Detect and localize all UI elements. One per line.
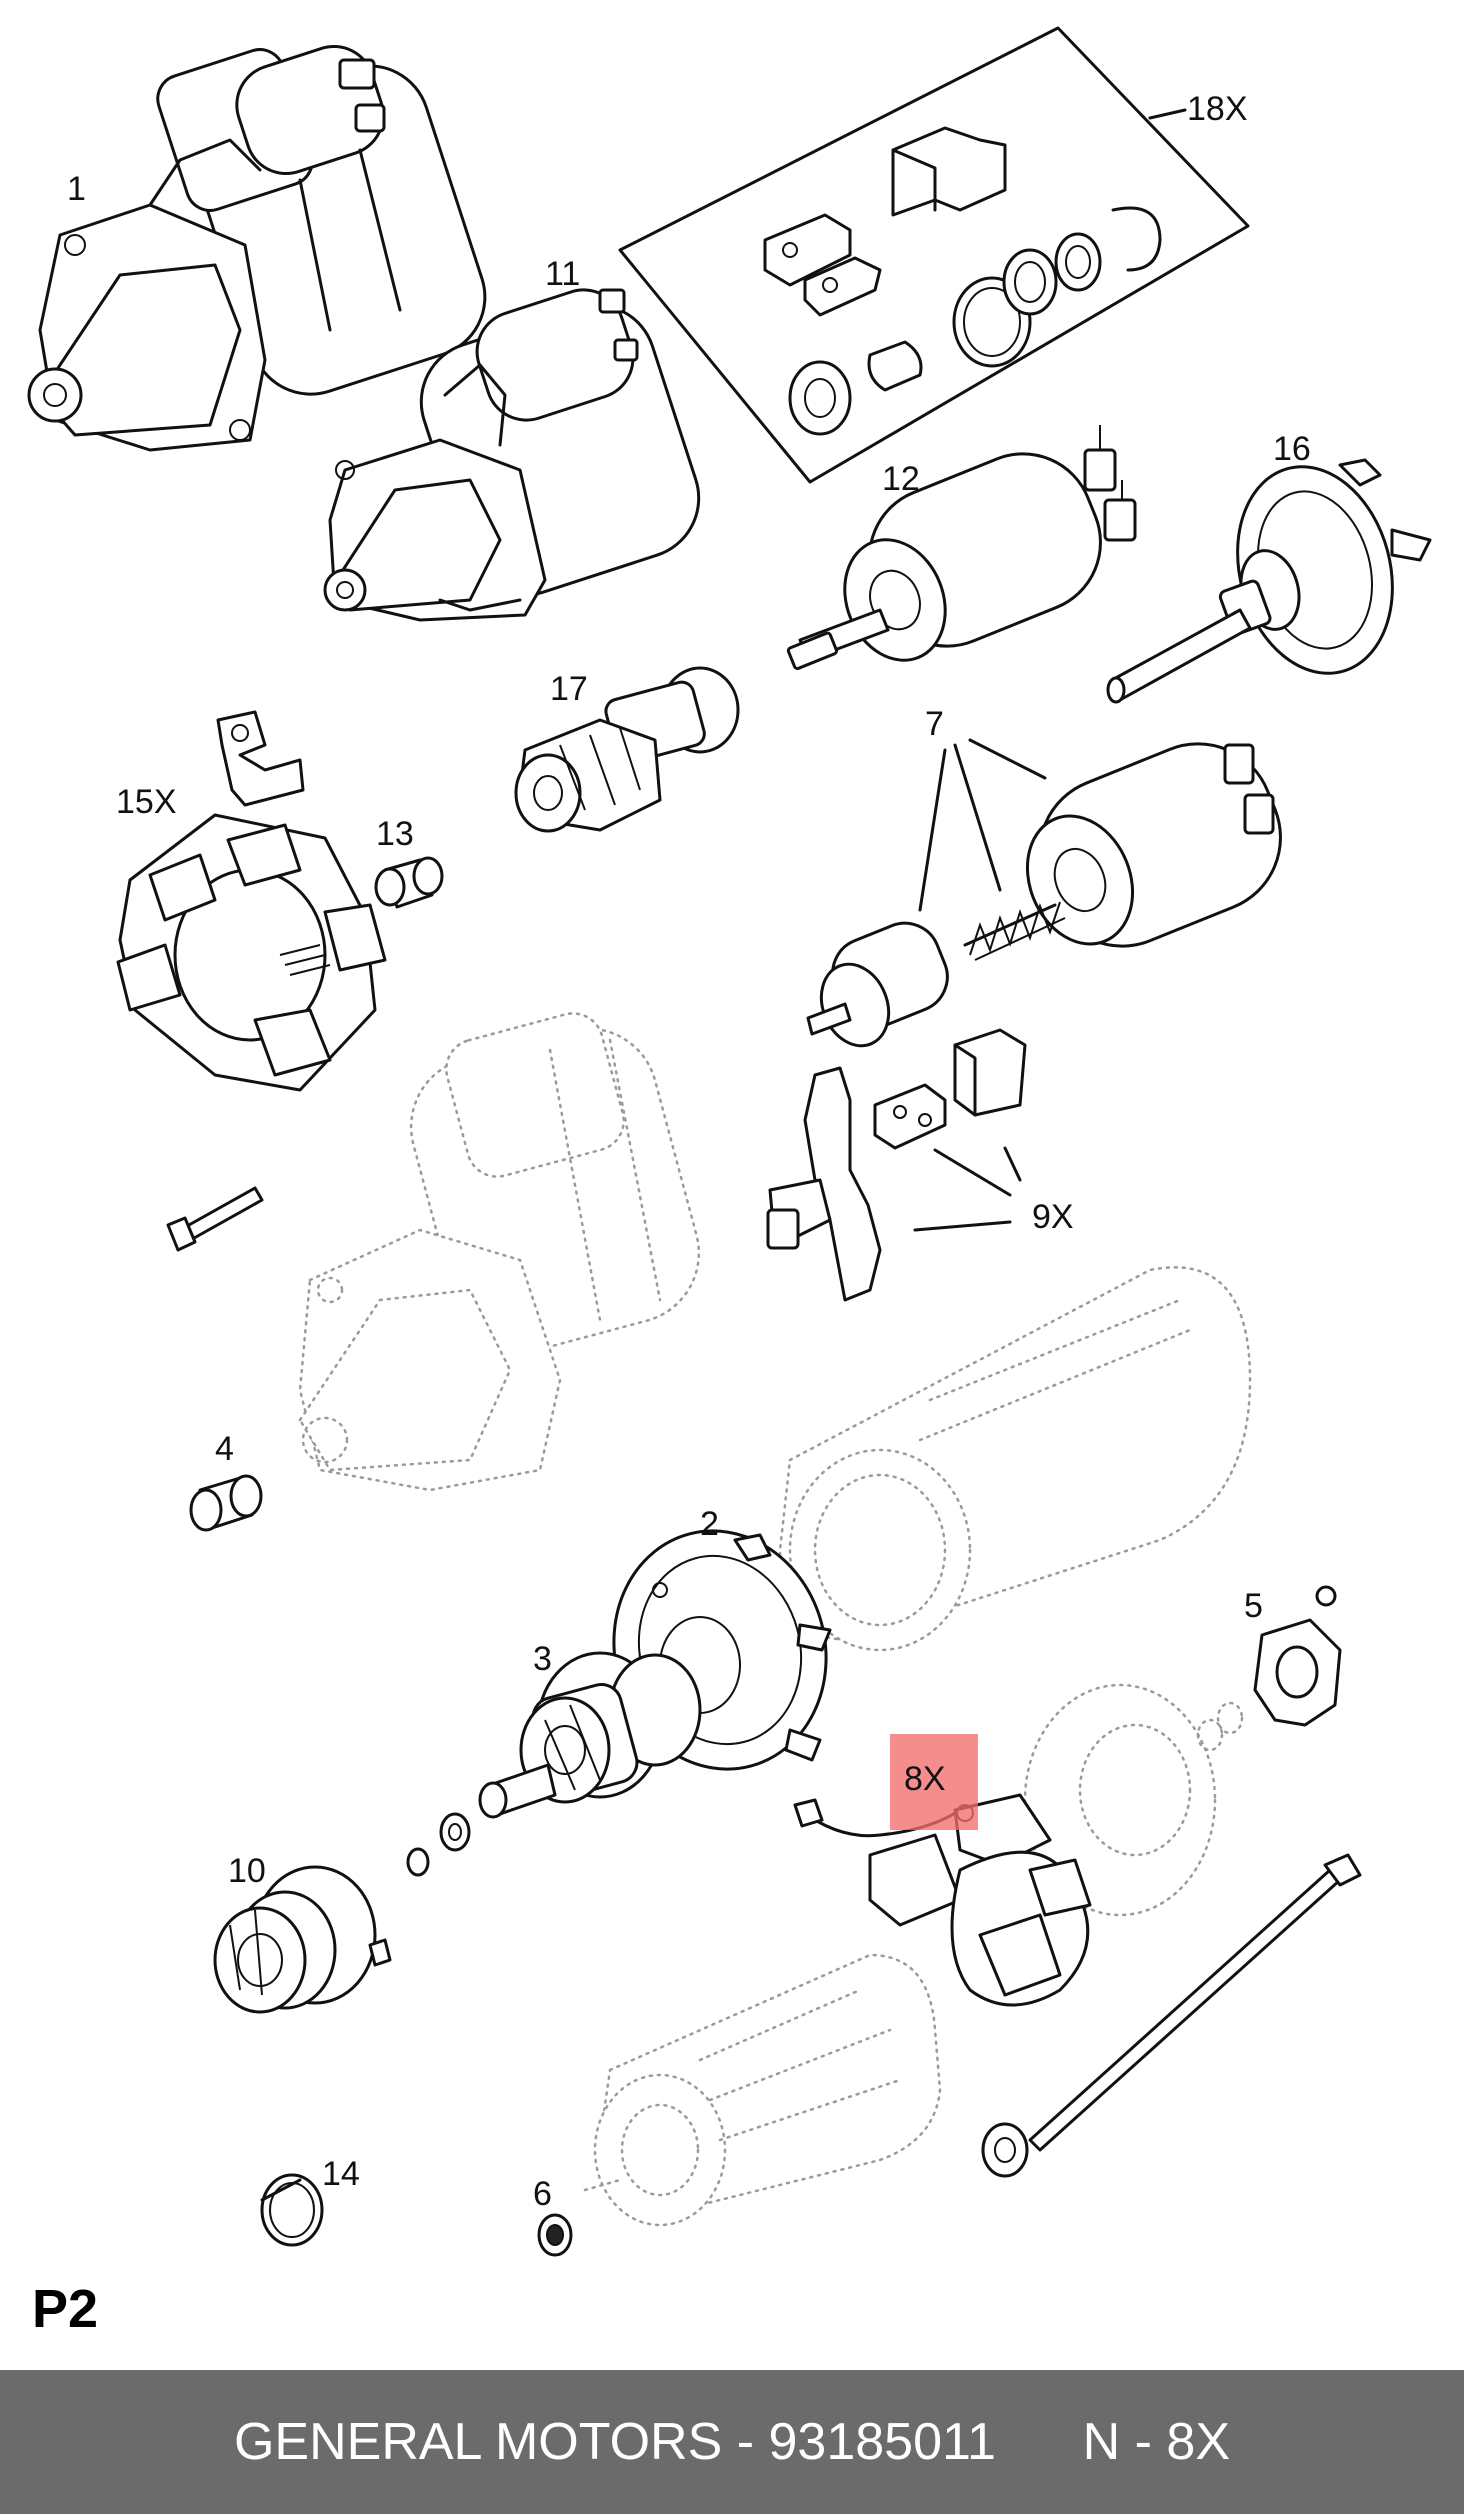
- part-11-starter-motor: [323, 288, 701, 622]
- ghost-yoke: [778, 1266, 1252, 1652]
- callout-4: 4: [215, 1430, 234, 1468]
- part-13-bushing: [374, 856, 444, 909]
- exploded-parts-diagram: 1 11 18X 12 16 17 7 15X 13 9X 4 2 5 3 8X…: [27, 26, 1432, 2257]
- callout-13: 13: [376, 815, 414, 853]
- callout-16: 16: [1273, 430, 1311, 468]
- callout-11: 11: [545, 255, 580, 293]
- callout-5: 5: [1244, 1587, 1263, 1625]
- part-8x-brush-assembly: [793, 1793, 1092, 2007]
- callout-2: 2: [700, 1505, 719, 1543]
- highlight-8x: [890, 1734, 978, 1830]
- part-12-solenoid: [786, 425, 1137, 671]
- through-bolt: [981, 1853, 1362, 2178]
- part-1-starter-motor: [27, 44, 487, 452]
- part-15x-brush-holder: [116, 710, 387, 1092]
- ghost-armature: [583, 1953, 942, 2227]
- part-3-pinion-clutch: [478, 1651, 702, 1819]
- footer-text: GENERAL MOTORS - 93185011 N - 8X: [233, 2413, 1231, 2471]
- callout-18x: 18X: [1187, 90, 1248, 128]
- part-4-bush: [189, 1474, 263, 1532]
- part-17-pinion: [514, 666, 740, 833]
- part-18x-repair-kit: [618, 26, 1250, 484]
- part-5-plate: [1253, 1585, 1342, 1727]
- part-10-pinion-gear: [213, 1865, 392, 2014]
- callout-9x: 9X: [1032, 1198, 1074, 1236]
- callout-3: 3: [533, 1640, 552, 1678]
- callout-6: 6: [533, 2175, 552, 2213]
- washers: [406, 1812, 471, 1877]
- callout-10: 10: [228, 1852, 266, 1890]
- footer-part-number-bar: GENERAL MOTORS - 93185011 N - 8X: [0, 2370, 1464, 2514]
- part-7-solenoid-assembly: [806, 738, 1282, 1048]
- part-16-drive-shaft: [1106, 458, 1432, 704]
- part-6-small-bush: [537, 2213, 573, 2257]
- part-9x-lever-kit: [766, 1028, 1027, 1302]
- ghost-starter-housing: [298, 1012, 701, 1492]
- callout-12: 12: [882, 460, 920, 498]
- callout-7: 7: [925, 705, 944, 743]
- part-14-ring: [260, 2173, 324, 2247]
- callout-1: 1: [67, 170, 86, 208]
- callout-8x: 8X: [904, 1760, 946, 1798]
- callout-14: 14: [322, 2155, 360, 2193]
- page-label: P2: [32, 2279, 99, 2339]
- callout-17: 17: [550, 670, 588, 708]
- bolt: [166, 1186, 264, 1252]
- callout-15x: 15X: [116, 783, 177, 821]
